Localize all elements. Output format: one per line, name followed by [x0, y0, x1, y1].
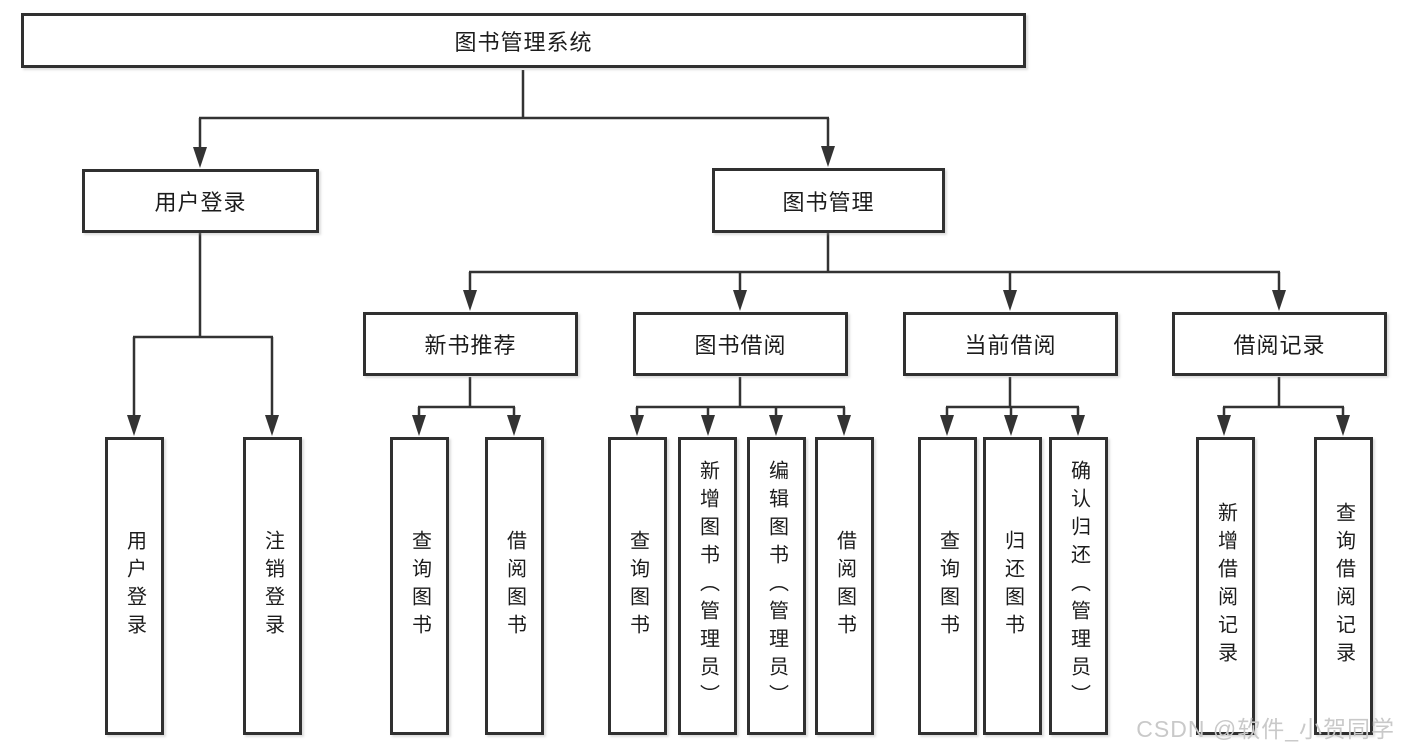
arrowheads — [127, 146, 1350, 436]
leaf-records-add-record: 新增借阅记录 — [1196, 437, 1255, 735]
node-user-login: 用户登录 — [82, 169, 319, 233]
leaf-borrow-query-books: 查询图书 — [608, 437, 667, 735]
leaf-current-query-books: 查询图书 — [918, 437, 977, 735]
leaf-user-login: 用户登录 — [105, 437, 164, 735]
node-book-management-system: 图书管理系统 — [21, 13, 1026, 68]
leaf-borrow-edit-books-admin: 编辑图书（管理员） — [747, 437, 806, 735]
node-book-borrowing: 图书借阅 — [633, 312, 848, 376]
leaf-recommend-borrow-books: 借阅图书 — [485, 437, 544, 735]
leaf-records-query-record: 查询借阅记录 — [1314, 437, 1373, 735]
leaf-recommend-query-books: 查询图书 — [390, 437, 449, 735]
watermark: CSDN @软件_小贺同学 — [1136, 716, 1395, 742]
leaf-current-return-books: 归还图书 — [983, 437, 1042, 735]
leaf-logout: 注销登录 — [243, 437, 302, 735]
leaf-borrow-borrow-books: 借阅图书 — [815, 437, 874, 735]
leaf-current-confirm-return-admin: 确认归还（管理员） — [1049, 437, 1108, 735]
node-borrowing-records: 借阅记录 — [1172, 312, 1387, 376]
leaf-borrow-add-books-admin: 新增图书（管理员） — [678, 437, 737, 735]
node-current-borrowing: 当前借阅 — [903, 312, 1118, 376]
node-new-book-recommendation: 新书推荐 — [363, 312, 578, 376]
node-book-management: 图书管理 — [712, 168, 945, 233]
